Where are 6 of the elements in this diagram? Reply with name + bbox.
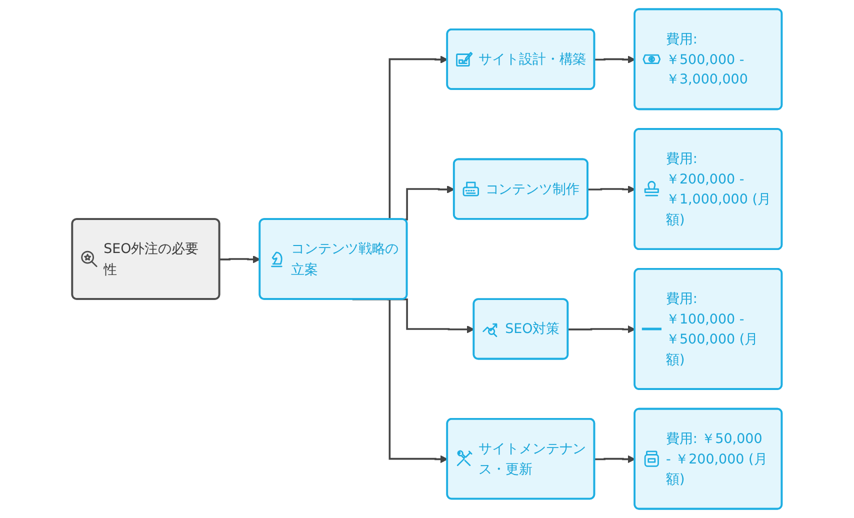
arrow [568,325,636,334]
arrow [220,255,260,264]
arrow [588,185,636,194]
arrow [594,455,636,464]
arrow [352,298,448,464]
arrow [594,56,636,64]
